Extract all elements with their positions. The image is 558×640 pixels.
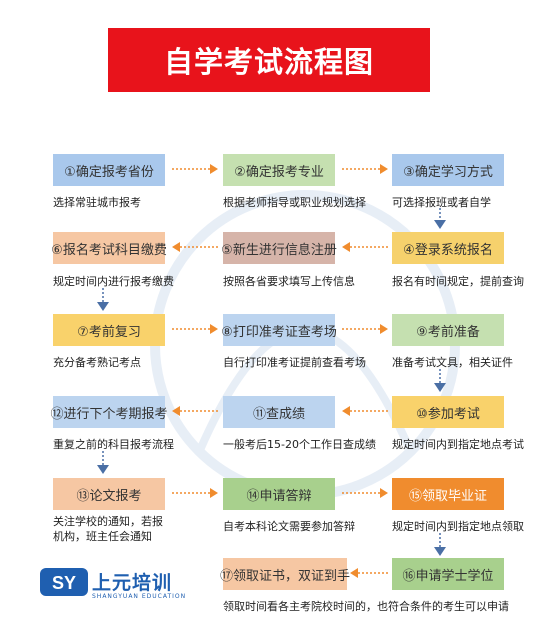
arrow-2-to-3: [342, 164, 388, 174]
step-5-box: ⑤新生进行信息注册: [221, 232, 337, 264]
step-13-desc: 关注学校的通知，若报机构，班主任会通知: [53, 515, 163, 543]
step-14-desc: 自考本科论文需要参加答辩: [223, 520, 355, 533]
step-11-desc: 一般考后15-20个工作日查成绩: [223, 438, 376, 451]
step-4-desc: 报名有时间规定，提前查询: [392, 275, 524, 288]
step-16-box: ⑯申请学士学位: [392, 558, 504, 590]
step-15-desc: 规定时间内到指定地点领取: [392, 520, 524, 533]
step-9-box: ⑨考前准备: [392, 314, 504, 346]
step-8-label: ⑧打印准考证查考场: [221, 324, 337, 340]
step-4-box: ④登录系统报名: [392, 232, 504, 264]
step-11-box: ⑪查成绩: [223, 396, 335, 428]
step-12-label: ⑫进行下个考期报考: [50, 406, 168, 422]
step-14-box: ⑭申请答辩: [223, 478, 335, 510]
arrow-12-to-13: [97, 451, 109, 474]
step-6-box: ⑥报名考试科目缴费: [51, 232, 167, 264]
arrow-5-to-6: [172, 242, 218, 252]
step-3-box: ③确定学习方式: [392, 154, 504, 186]
logo-subtitle: SHANGYUAN EDUCATION: [92, 593, 187, 600]
step-17-label: ⑰领取证书，双证到手: [220, 568, 351, 584]
step-1-desc: 选择常驻城市报考: [53, 196, 141, 209]
step-2-desc: 根据老师指导或职业规划选择: [223, 196, 366, 209]
step-2-box: ②确定报考专业: [223, 154, 335, 186]
step-6-desc: 规定时间内进行报考缴费: [53, 275, 174, 288]
arrow-8-to-9: [342, 324, 388, 334]
arrow-1-to-2: [172, 164, 218, 174]
step-5-desc: 按照各省要求填写上传信息: [223, 275, 355, 288]
step-6-label: ⑥报名考试科目缴费: [51, 242, 167, 258]
step-4-label: ④登录系统报名: [403, 242, 493, 258]
step-7-label: ⑦考前复习: [77, 324, 141, 340]
step-5-label: ⑤新生进行信息注册: [221, 242, 337, 258]
arrow-7-to-8: [172, 324, 218, 334]
step-12-box: ⑫进行下个考期报考: [50, 396, 168, 428]
arrow-15-to-16: [434, 533, 446, 556]
step-10-desc: 规定时间内到指定地点考试: [392, 438, 524, 451]
step-3-label: ③确定学习方式: [403, 164, 493, 180]
step-11-label: ⑪查成绩: [252, 406, 305, 422]
step-16-desc: 领取时间看各主考院校时间的，也符合条件的考生可以申请: [223, 600, 509, 613]
logo-name: 上元培训: [92, 572, 173, 594]
step-1-box: ①确定报考省份: [53, 154, 165, 186]
logo-mark-icon: SY: [40, 568, 88, 596]
arrow-3-to-4: [434, 208, 446, 229]
step-13-box: ⑬论文报考: [53, 478, 165, 510]
arrow-13-to-14: [172, 488, 218, 498]
page-title: 自学考试流程图: [108, 28, 430, 92]
arrow-9-to-10: [434, 369, 446, 392]
step-2-label: ②确定报考专业: [234, 164, 324, 180]
arrow-6-to-7: [97, 288, 109, 311]
step-13-label: ⑬论文报考: [76, 488, 142, 504]
step-17-box: ⑰领取证书，双证到手: [220, 558, 351, 590]
step-3-desc: 可选择报班或者自学: [392, 196, 491, 209]
step-10-box: ⑩参加考试: [392, 396, 504, 428]
step-15-box: ⑮领取毕业证: [392, 478, 504, 510]
arrow-10-to-11: [342, 406, 388, 416]
step-7-box: ⑦考前复习: [53, 314, 165, 346]
brand-logo: SY 上元培训 SHANGYUAN EDUCATION: [40, 566, 190, 606]
step-8-box: ⑧打印准考证查考场: [221, 314, 337, 346]
step-12-desc: 重复之前的科目报考流程: [53, 438, 174, 451]
arrow-16-to-17: [350, 568, 390, 578]
arrow-11-to-12: [172, 406, 218, 416]
step-9-label: ⑨考前准备: [416, 324, 480, 340]
step-14-label: ⑭申请答辩: [246, 488, 312, 504]
arrow-4-to-5: [342, 242, 388, 252]
step-1-label: ①确定报考省份: [64, 164, 154, 180]
step-15-label: ⑮领取毕业证: [408, 488, 487, 504]
step-7-desc: 充分备考熟记考点: [53, 356, 141, 369]
logo-mark-text: SY: [52, 573, 76, 593]
arrow-14-to-15: [342, 488, 388, 498]
step-8-desc: 自行打印准考证提前查看考场: [223, 356, 366, 369]
step-16-label: ⑯申请学士学位: [402, 568, 494, 584]
step-9-desc: 准备考试文具，相关证件: [392, 356, 513, 369]
step-10-label: ⑩参加考试: [416, 406, 480, 422]
